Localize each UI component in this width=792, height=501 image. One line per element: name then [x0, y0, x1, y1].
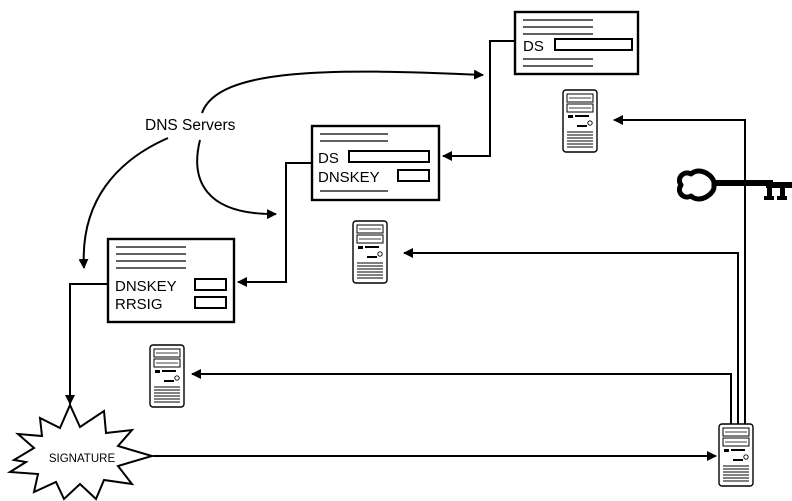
connector-bottom-to-signature — [65, 283, 108, 405]
curve-to-middle-card — [196, 139, 277, 220]
record-card-bottom: DNSKEY RRSIG — [106, 237, 236, 324]
connector-middle-to-bottom — [237, 162, 312, 287]
resolver-to-bottom-server — [191, 369, 732, 424]
server-icon-resolver — [718, 423, 754, 487]
server-icon-middle — [352, 220, 388, 284]
ds-label-top: DS — [523, 38, 544, 55]
dnskey-label-middle: DNSKEY — [318, 169, 380, 186]
record-card-top: DS — [513, 10, 640, 76]
server-icon-top — [562, 89, 598, 153]
curve-to-top-card — [201, 69, 484, 114]
signature-label: SIGNATURE — [49, 453, 116, 465]
dnskey-label-bottom: DNSKEY — [115, 278, 177, 295]
ds-label-middle: DS — [318, 150, 339, 167]
signature-starburst — [6, 402, 156, 501]
dns-servers-label: DNS Servers — [145, 117, 236, 134]
resolver-to-middle-server — [403, 248, 739, 424]
key-icon — [676, 168, 792, 202]
resolver-to-top-server — [613, 115, 746, 424]
server-icon-bottom — [149, 344, 185, 408]
rrsig-label-bottom: RRSIG — [115, 296, 163, 313]
curve-to-bottom-card — [78, 137, 169, 269]
connector-top-to-middle — [442, 40, 515, 161]
record-card-middle: DS DNSKEY — [310, 124, 441, 202]
